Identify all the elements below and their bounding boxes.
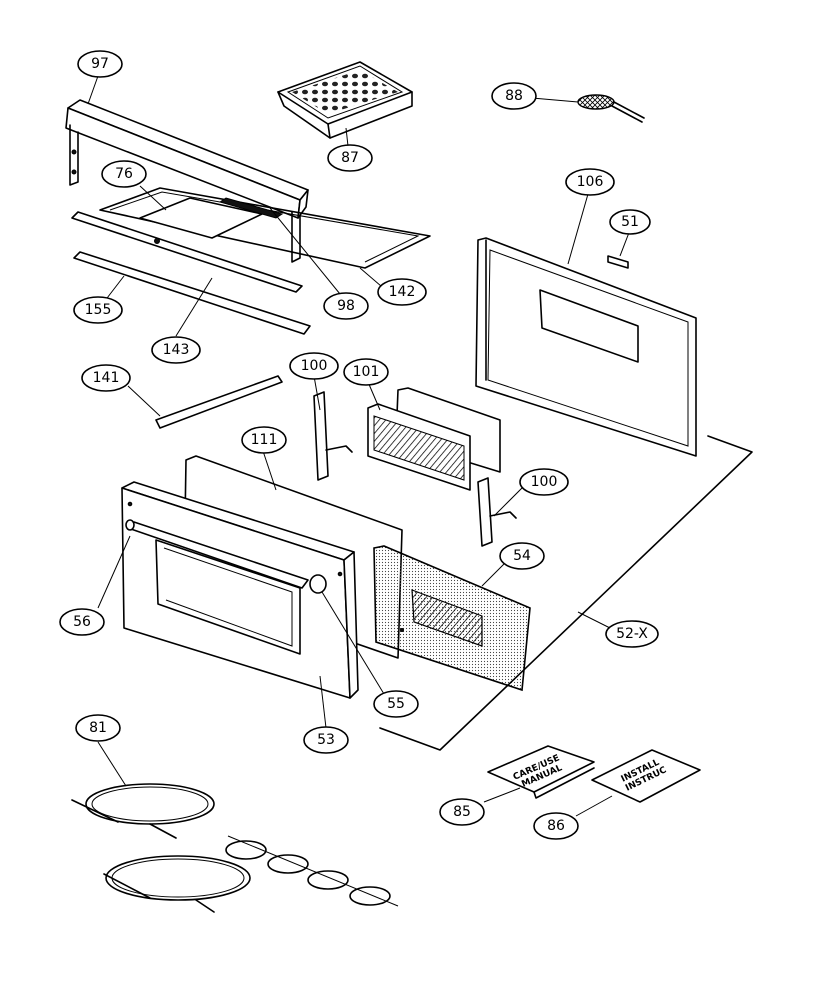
part-106-door-frame: [475, 237, 697, 457]
svg-text:52-X: 52-X: [616, 626, 648, 642]
svg-text:98: 98: [337, 298, 355, 314]
part-56-door-handle: [125, 519, 309, 589]
part-141-support-rail: [155, 375, 283, 429]
part-55-knob: [309, 574, 327, 594]
svg-text:81: 81: [89, 720, 107, 736]
callout-97: 97: [77, 50, 123, 78]
part-98-switch-strip: [218, 197, 284, 219]
part-100-hinge-left: [313, 391, 353, 481]
svg-text:142: 142: [389, 284, 416, 300]
svg-text:101: 101: [353, 364, 380, 380]
svg-text:88: 88: [505, 88, 523, 104]
svg-text:86: 86: [547, 818, 565, 834]
svg-text:53: 53: [317, 732, 335, 748]
part-155-strip: [73, 251, 311, 335]
callout-141: 141: [81, 364, 131, 392]
svg-text:111: 111: [251, 432, 278, 448]
callout-55: 55: [373, 690, 419, 718]
callout-143: 143: [151, 336, 201, 364]
part-54-window-panel: [373, 545, 531, 692]
callout-76: 76: [101, 160, 147, 188]
part-85-care-use-manual: CARE/USE MANUAL: [487, 745, 595, 799]
leader-lines: [87, 75, 631, 817]
callout-100-right: 100: [519, 468, 569, 496]
callout-106: 106: [565, 168, 615, 196]
part-81-gasket: [71, 783, 251, 913]
callout-87: 87: [327, 144, 373, 172]
callout-85: 85: [439, 798, 485, 826]
assembly-52x-bracket: [379, 435, 753, 751]
part-51-clip: [607, 255, 629, 269]
svg-text:51: 51: [621, 214, 639, 230]
callout-52x: 52-X: [605, 620, 659, 648]
svg-text:106: 106: [577, 174, 604, 190]
part-86-install-instructions: INSTALL INSTRUC: [591, 749, 701, 803]
svg-text:87: 87: [341, 150, 359, 166]
callout-142: 142: [377, 278, 427, 306]
svg-text:100: 100: [301, 358, 328, 374]
callout-86: 86: [533, 812, 579, 840]
callout-53: 53: [303, 726, 349, 754]
callout-101: 101: [343, 358, 389, 386]
part-87-broiler-pan: [277, 61, 413, 139]
callout-51: 51: [609, 209, 651, 235]
callout-56: 56: [59, 608, 105, 636]
svg-text:85: 85: [453, 804, 471, 820]
svg-text:97: 97: [91, 56, 109, 72]
door-seals: [225, 835, 399, 907]
callout-54: 54: [499, 542, 545, 570]
svg-text:141: 141: [93, 370, 120, 386]
svg-text:155: 155: [85, 302, 112, 318]
part-101-glass-pack: [367, 387, 501, 491]
callout-98: 98: [323, 292, 369, 320]
svg-text:100: 100: [531, 474, 558, 490]
part-100-hinge-right: [477, 477, 517, 547]
part-97-control-panel: [65, 99, 309, 263]
svg-text:54: 54: [513, 548, 531, 564]
svg-text:55: 55: [387, 696, 405, 712]
part-88-knob-cleaner: [577, 94, 645, 123]
callout-81: 81: [75, 714, 121, 742]
svg-text:56: 56: [73, 614, 91, 630]
callout-111: 111: [241, 426, 287, 454]
callout-100-left: 100: [289, 352, 339, 380]
part-143-trim: [71, 211, 303, 293]
callout-155: 155: [73, 296, 123, 324]
svg-text:76: 76: [115, 166, 133, 182]
part-142-frame: [99, 187, 431, 269]
callout-88: 88: [491, 82, 537, 110]
svg-text:143: 143: [163, 342, 190, 358]
